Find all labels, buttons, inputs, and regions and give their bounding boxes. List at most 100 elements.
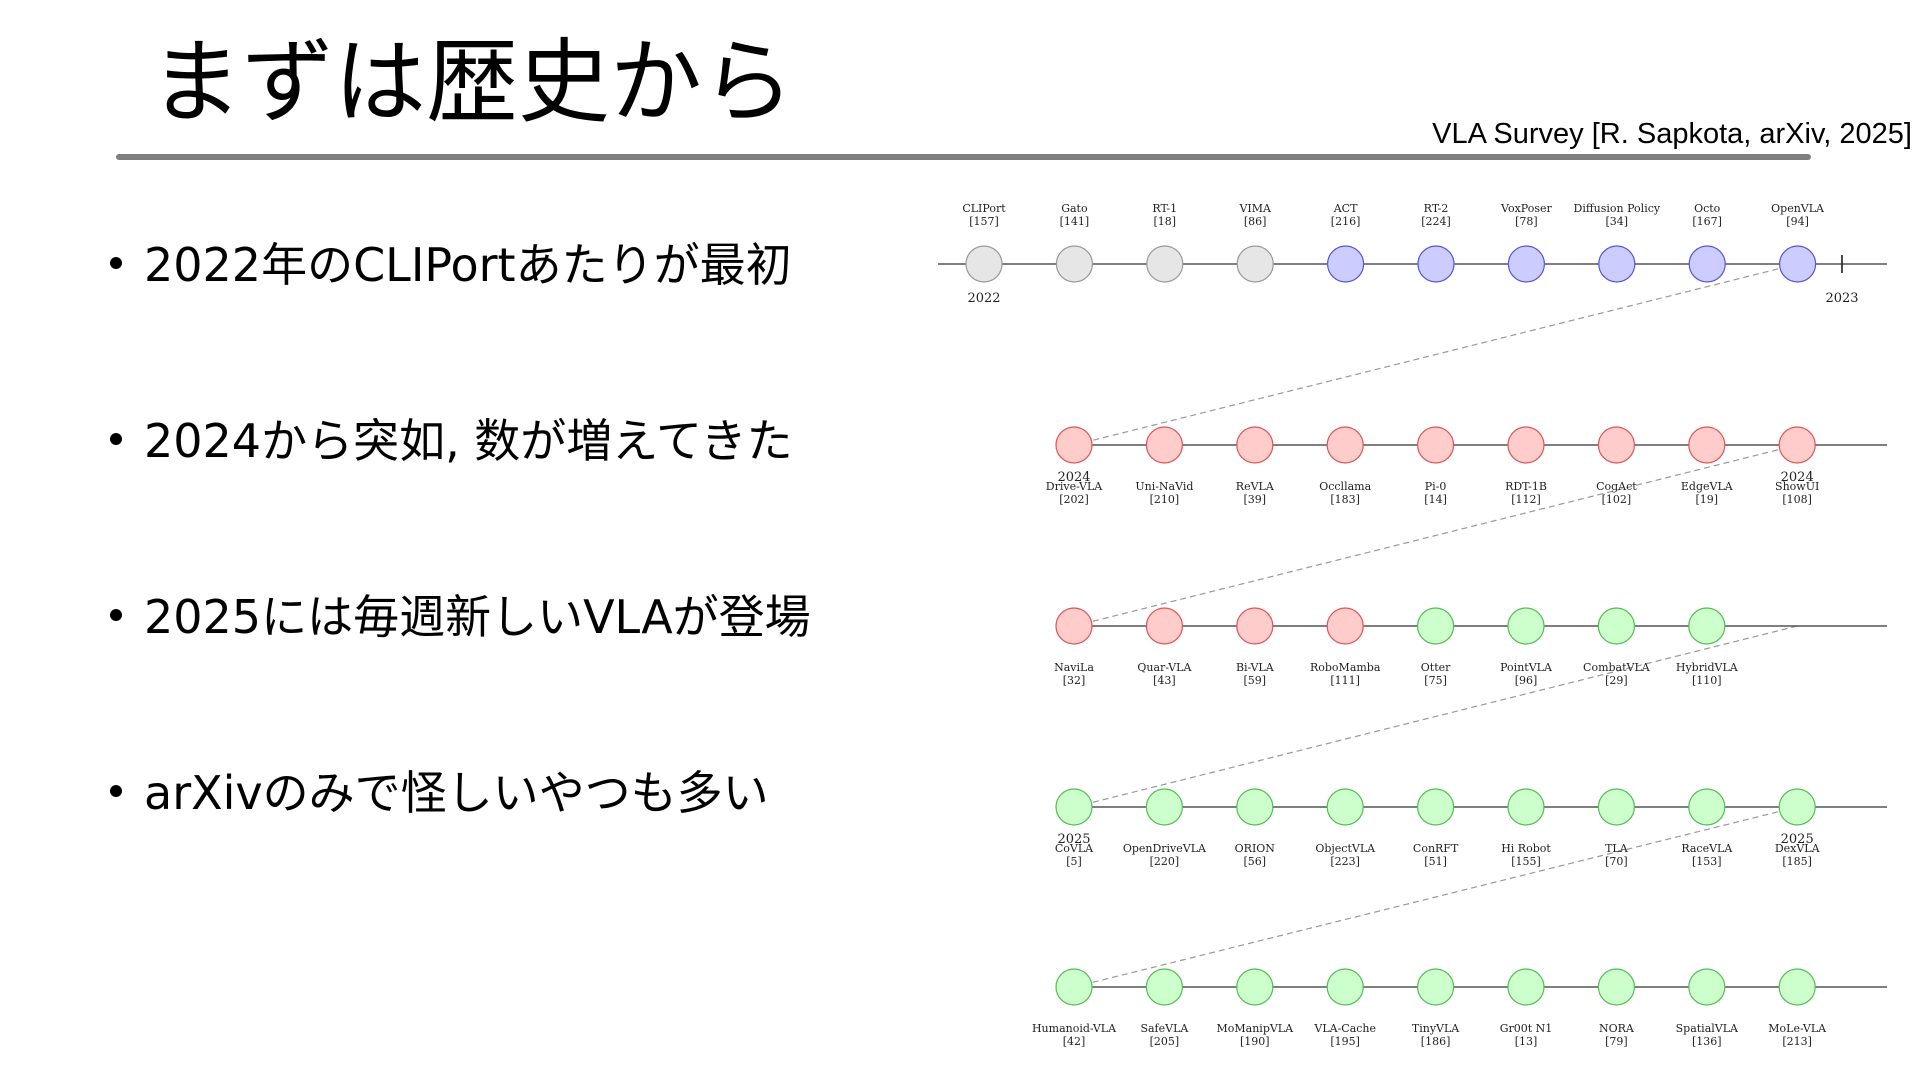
node-name-label: ACT [1333,202,1358,215]
timeline-node [1326,968,1364,1006]
node-ref-label: [223] [1330,855,1360,868]
timeline-node [1145,788,1184,826]
node-ref-label: [43] [1153,674,1176,687]
timeline-node [1055,788,1093,826]
year-label: 2023 [1825,291,1858,306]
node-name-label: RT-2 [1424,202,1449,215]
node-ref-label: [75] [1424,674,1447,687]
node-name-label: OpenVLA [1771,202,1825,215]
node-ref-label: [153] [1692,855,1722,868]
node-name-label: ConRFT [1413,842,1459,855]
node-ref-label: [190] [1240,1035,1270,1048]
node-ref-label: [86] [1244,215,1267,228]
node-ref-label: [59] [1244,674,1267,687]
timeline-node [1597,968,1636,1006]
node-name-label: Gr00t N1 [1500,1022,1553,1035]
timeline-node [1055,426,1093,464]
node-name-label: VLA-Cache [1313,1022,1376,1035]
timeline-node [1146,245,1184,283]
node-name-label: EdgeVLA [1681,480,1734,493]
node-ref-label: [29] [1605,674,1628,687]
node-name-label: ObjectVLA [1315,842,1376,855]
timeline-node [1417,245,1455,283]
bullet-item: arXivのみで怪しいやつも多い [110,770,769,816]
bullet-item: 2022年のCLIPortあたりが最初 [110,242,792,288]
bullet-dot-icon [110,256,122,269]
year-label: 2024 [1781,470,1814,485]
node-name-label: Diffusion Policy [1574,202,1661,215]
node-ref-label: [112] [1511,493,1541,506]
timeline-node [1507,426,1545,464]
timeline-node [1778,245,1817,283]
node-ref-label: [213] [1782,1035,1812,1048]
timeline-node [1597,426,1636,464]
bullet-text: 2025には毎週新しいVLAが登場 [144,590,811,644]
node-name-label: SpatialVLA [1676,1022,1739,1035]
timeline-node [1326,607,1364,645]
slide-title: まずは歴史から [150,29,795,136]
year-label: 2025 [1781,832,1814,847]
node-ref-label: [136] [1692,1035,1722,1048]
bullet-text: arXivのみで怪しいやつも多い [144,766,769,820]
node-ref-label: [78] [1515,215,1538,228]
node-name-label: Hi Robot [1501,842,1551,855]
node-ref-label: [183] [1330,493,1360,506]
node-name-label: Humanoid-VLA [1032,1022,1117,1035]
timeline-node [1416,607,1455,645]
node-ref-label: [224] [1421,215,1451,228]
node-ref-label: [18] [1154,215,1177,228]
node-ref-label: [34] [1606,215,1629,228]
node-ref-label: [141] [1060,215,1090,228]
node-ref-label: [79] [1605,1035,1628,1048]
node-name-label: ORION [1235,842,1276,855]
node-name-label: MoLe-VLA [1768,1022,1827,1035]
node-ref-label: [13] [1515,1035,1538,1048]
bullet-dot-icon [110,432,122,445]
node-ref-label: [19] [1696,493,1719,506]
node-name-label: Uni-NaVid [1135,480,1193,493]
row-connector-dashed [1073,806,1798,988]
node-ref-label: [42] [1063,1035,1086,1048]
timeline-node [1055,245,1094,283]
bullet-text: 2022年のCLIPortあたりが最初 [144,238,792,292]
node-ref-label: [185] [1782,855,1812,868]
node-ref-label: [167] [1692,215,1722,228]
timeline-node [1416,968,1455,1006]
node-ref-label: [205] [1150,1035,1180,1048]
node-ref-label: [94] [1786,215,1809,228]
node-name-label: HybridVLA [1676,661,1739,674]
year-label: 2025 [1057,832,1090,847]
node-ref-label: [32] [1063,674,1086,687]
node-ref-label: [102] [1602,493,1632,506]
node-ref-label: [220] [1150,855,1180,868]
node-name-label: NaviLa [1054,661,1094,674]
node-name-label: OpenDriveVLA [1123,842,1207,855]
bullet-text: 2024から突如, 数が増えてきた [144,414,793,468]
title-divider [116,154,1811,160]
timeline-node [1597,607,1636,645]
node-name-label: VIMA [1238,202,1272,215]
timeline-node [1688,245,1726,283]
timeline-node [1507,245,1546,283]
timeline-node [1055,968,1093,1006]
node-name-label: Octo [1694,202,1721,215]
node-name-label: CogAct [1596,480,1637,493]
node-name-label: MoManipVLA [1217,1022,1295,1035]
node-name-label: Occllama [1319,480,1371,493]
bullet-dot-icon [110,784,122,797]
node-name-label: TinyVLA [1412,1022,1460,1035]
node-name-label: ShowUI [1775,480,1819,493]
timeline-node [1778,426,1816,464]
node-name-label: ReVLA [1236,480,1275,493]
node-ref-label: [110] [1692,674,1722,687]
timeline-node [1145,968,1184,1006]
node-ref-label: [157] [969,215,999,228]
bullet-dot-icon [110,608,122,621]
node-name-label: CLIPort [962,202,1006,215]
node-name-label: Drive-VLA [1046,480,1103,493]
row-connector-dashed [1073,444,1798,627]
timeline-node [1688,607,1726,645]
citation: VLA Survey [R. Sapkota, arXiv, 2025] [1432,118,1912,150]
node-name-label: RT-1 [1152,202,1177,215]
